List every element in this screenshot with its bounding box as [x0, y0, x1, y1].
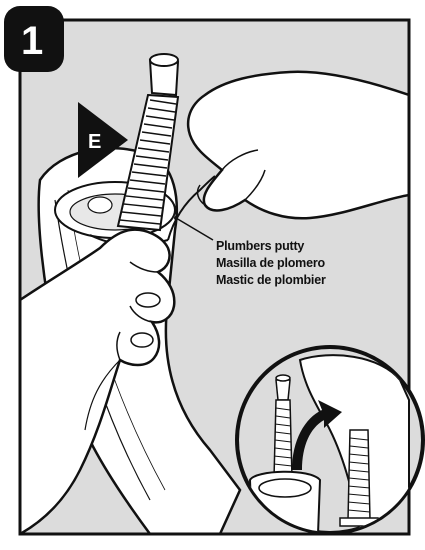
callout-line-en: Plumbers putty: [216, 239, 304, 253]
callout-line-fr: Mastic de plombier: [216, 273, 326, 287]
step-badge: 1: [4, 6, 64, 72]
part-letter: E: [88, 131, 101, 153]
callout-line-es: Masilla de plomero: [216, 256, 325, 270]
detail-inset: [235, 345, 425, 535]
hand-right: [188, 72, 409, 218]
step-number: 1: [21, 19, 43, 63]
